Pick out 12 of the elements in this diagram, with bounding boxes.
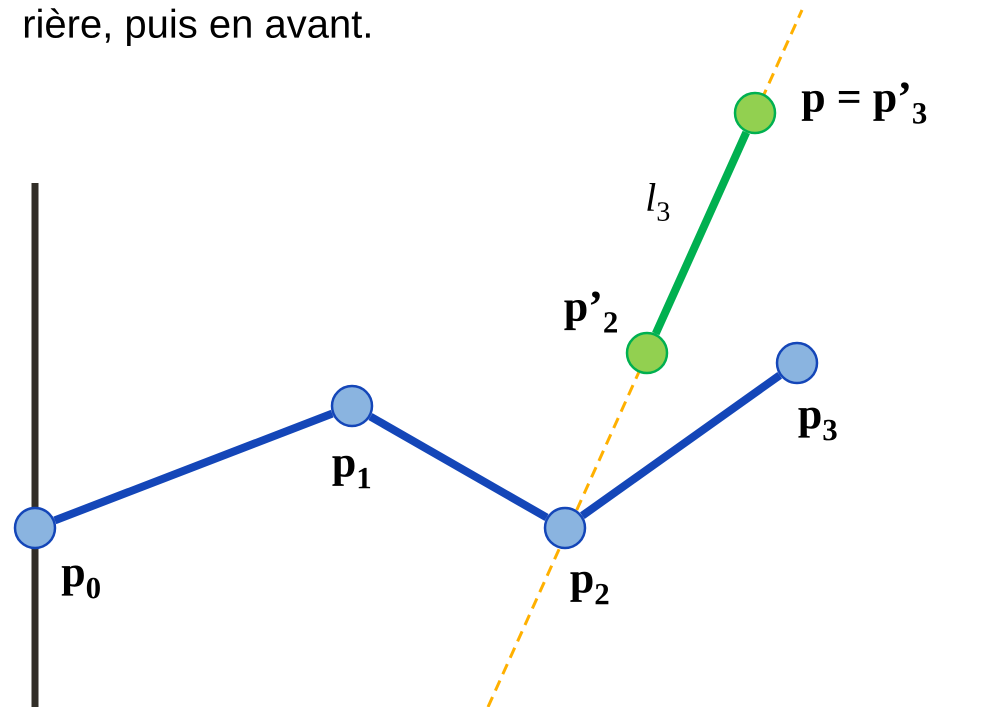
point-label: p$_{2}$ bbox=[570, 572, 608, 604]
point-label: p$_{0}$ bbox=[62, 566, 100, 598]
segment-line bbox=[580, 372, 782, 519]
point-label: p = p’$_{3}$ bbox=[802, 82, 926, 124]
edge-label: l$_{3}$ bbox=[644, 182, 672, 222]
point-label: p$_{3}$ bbox=[798, 408, 837, 440]
segment-line bbox=[368, 413, 549, 521]
segment-line bbox=[652, 130, 750, 336]
segment-line bbox=[53, 410, 334, 524]
caption-text: rière, puis en avant. bbox=[24, 8, 370, 46]
point-label: p$_{1}$ bbox=[332, 456, 370, 488]
point-label: p’$_{2}$ bbox=[564, 291, 617, 333]
